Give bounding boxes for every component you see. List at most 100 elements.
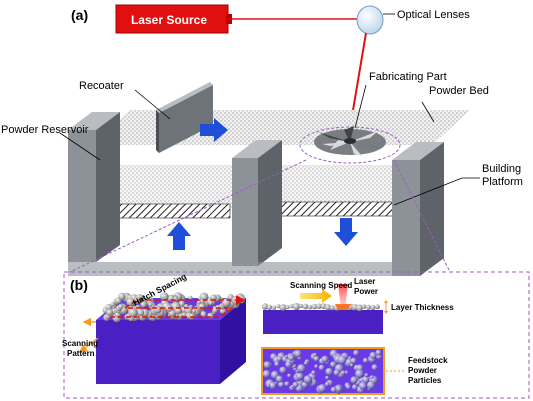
powder-particle: [338, 355, 347, 364]
laser-power-label-line2: Power: [354, 287, 378, 296]
powder-particle: [311, 370, 316, 375]
feedstock-label-line1: Feedstock: [408, 356, 448, 365]
reservoir-platform: [114, 204, 230, 218]
powder-particle: [303, 304, 309, 310]
powder-particle: [346, 384, 351, 389]
powder-particle: [277, 356, 283, 362]
powder-particle: [367, 381, 375, 389]
powder-particle: [372, 364, 378, 370]
powder-particle: [375, 304, 380, 309]
right-wall: [392, 142, 444, 276]
panel-a-label: (a): [71, 7, 88, 23]
powder-particle: [376, 350, 382, 356]
powder-particle: [304, 361, 308, 365]
powder-particle: [106, 309, 113, 316]
powder-particle: [279, 367, 286, 374]
powder-particle: [308, 305, 312, 309]
powder-particle: [118, 304, 123, 309]
powder-particle: [288, 355, 294, 361]
powder-particle: [362, 304, 367, 309]
powder-particle: [364, 373, 368, 377]
powder-particle: [366, 305, 371, 310]
laser-source-label: Laser Source: [131, 13, 207, 27]
powder-particle: [118, 293, 125, 300]
powder-particle: [297, 364, 306, 373]
powder-bed-surface: [92, 110, 470, 145]
powder-particle: [352, 384, 358, 390]
powder-particle: [334, 370, 340, 376]
scanning-speed-label: Scanning Speed: [290, 281, 352, 290]
powder-particle: [153, 305, 161, 313]
laser-power-label-line1: Laser: [354, 277, 375, 286]
scanning-speed-arrow-icon: [300, 289, 332, 303]
powder-particle: [325, 382, 330, 387]
middle-wall: [232, 140, 282, 266]
powder-particle: [276, 375, 283, 382]
powder-particle: [148, 302, 152, 306]
recoater-label: Recoater: [79, 80, 124, 92]
powder-particle: [192, 309, 196, 313]
powder-particle: [350, 358, 356, 364]
powder-particle: [313, 353, 317, 357]
powder-particle: [267, 384, 270, 387]
powder-particle: [285, 355, 288, 358]
powder-bed-label: Powder Bed: [429, 85, 489, 97]
powder-particle: [331, 387, 337, 393]
powder-particle: [280, 304, 287, 311]
feedstock-label-line3: Particles: [408, 376, 442, 385]
powder-particle: [272, 306, 276, 310]
layer-thickness-label: Layer Thickness: [391, 303, 454, 312]
powder-particle: [353, 350, 359, 356]
reservoir-up-arrow-icon: [167, 222, 191, 250]
powder-particle: [267, 305, 272, 310]
powder-particle: [286, 305, 290, 309]
powder-particle: [359, 382, 367, 390]
powder-particle: [356, 305, 363, 312]
powder-particle: [197, 300, 201, 304]
powder-particle: [110, 302, 115, 307]
powder-particle: [370, 375, 374, 379]
powder-particle: [313, 356, 319, 362]
machine-base: [68, 262, 392, 276]
powder-reservoir-label: Powder Reservoir: [1, 124, 89, 136]
building-platform: [272, 202, 394, 216]
powder-particle: [363, 358, 368, 363]
powder-particle: [341, 370, 346, 375]
powder-particle: [322, 356, 329, 363]
powder-particle: [128, 308, 137, 317]
powder-particle: [207, 313, 213, 319]
powder-particle: [350, 364, 353, 367]
powder-particle: [284, 381, 289, 386]
powder-particle: [371, 305, 376, 310]
building-platform-label-line2: Platform: [482, 176, 523, 188]
powder-particle: [291, 385, 295, 389]
platform-down-arrow-icon: [334, 218, 358, 246]
powder-particle: [304, 375, 313, 384]
feedstock-label-line2: Powder: [408, 366, 437, 375]
powder-particle: [325, 376, 329, 380]
powder-particle: [294, 350, 302, 358]
scanning-pattern-label-line2: Pattern: [67, 349, 95, 358]
powder-particle: [208, 300, 213, 305]
powder-particle: [370, 352, 377, 359]
scanning-pattern-label-line1: Scanning: [62, 339, 98, 348]
powder-particle: [319, 365, 325, 371]
powder-particle: [314, 364, 318, 368]
powder-particle: [287, 374, 291, 378]
panel-b-label: (b): [70, 277, 88, 293]
powder-particle: [318, 384, 326, 392]
powder-particle: [274, 362, 279, 367]
powder-particle: [325, 368, 333, 376]
powder-particle: [137, 309, 144, 316]
powder-particle: [264, 361, 271, 368]
fabricating-part-label: Fabricating Part: [369, 71, 447, 83]
powder-particle: [263, 370, 271, 378]
powder-particle: [355, 369, 364, 378]
powder-particle: [269, 382, 276, 389]
laser-source-box: Laser Source: [116, 5, 232, 33]
cross-section-substrate: [263, 310, 383, 334]
building-platform-label-line1: Building: [482, 163, 521, 175]
optical-lenses-label: Optical Lenses: [397, 9, 470, 21]
